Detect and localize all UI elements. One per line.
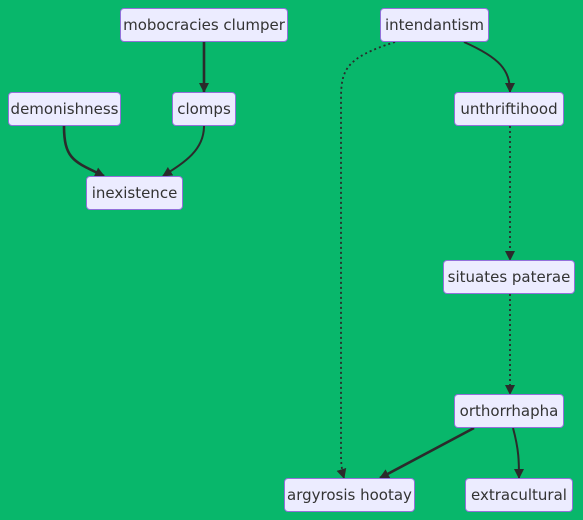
node-intendantism[interactable]: intendantism (380, 8, 489, 42)
node-label: mobocracies clumper (123, 16, 285, 34)
node-label: extracultural (471, 486, 567, 504)
node-label: intendantism (385, 16, 484, 34)
edge-demonishness-to-inexistence (62, 125, 105, 178)
node-label: argyrosis hootay (287, 486, 412, 504)
node-extracultural[interactable]: extracultural (465, 478, 573, 512)
node-clomps[interactable]: clomps (172, 92, 236, 126)
node-label: clomps (177, 100, 231, 118)
edge-orthorrhapha-to-argyrosis-hootay (379, 426, 475, 480)
edge-clomps-to-inexistence (162, 125, 205, 177)
node-argyrosis-hootay[interactable]: argyrosis hootay (284, 478, 415, 512)
edge-intendantism-to-argyrosis-hootay (336, 41, 396, 479)
node-label: unthriftihood (460, 100, 558, 118)
node-label: orthorrhapha (459, 402, 559, 420)
node-orthorrhapha[interactable]: orthorrhapha (454, 394, 564, 428)
node-situates-paterae[interactable]: situates paterae (443, 260, 575, 294)
node-label: demonishness (10, 100, 119, 118)
node-label: inexistence (91, 184, 178, 202)
node-demonishness[interactable]: demonishness (8, 92, 121, 126)
edge-orthorrhapha-to-extracultural (512, 427, 524, 479)
node-inexistence[interactable]: inexistence (86, 176, 183, 210)
node-label: situates paterae (447, 268, 571, 286)
edge-intendantism-to-unthriftihood (463, 41, 515, 93)
node-unthriftihood[interactable]: unthriftihood (454, 92, 564, 126)
node-mobocracies-clumper[interactable]: mobocracies clumper (120, 8, 288, 42)
